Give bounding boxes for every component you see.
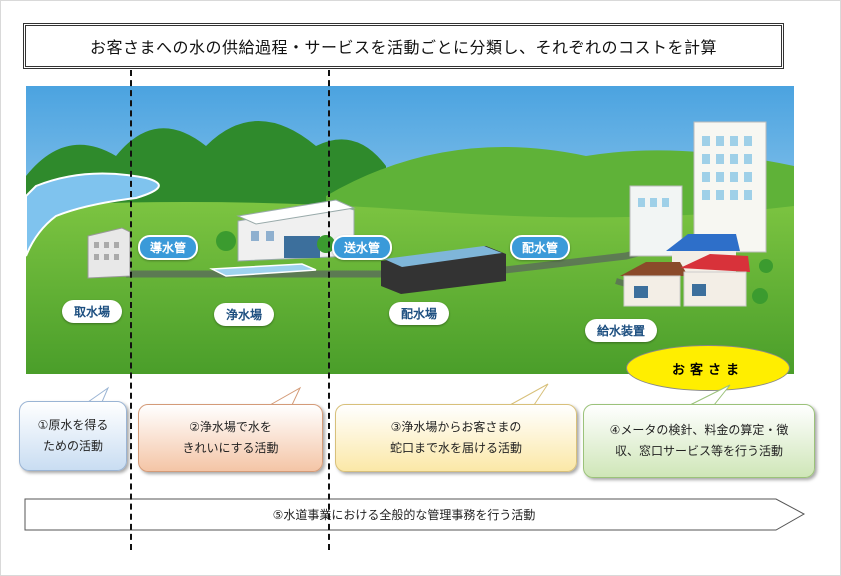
bubble2-tail [268,386,302,406]
bubble1-tail [86,386,110,403]
lake [26,172,160,257]
purification-plant [209,199,356,277]
city-buildings [629,121,767,257]
transmission-pipe-label: 送水管 [332,235,393,260]
bubble3-tail [509,383,549,406]
activity-2-line2: きれいにする活動 [182,441,279,455]
activity-3-line2: 蛇口まで水を届ける活動 [389,441,522,455]
activity-3-line1: ③浄水場からお客さまの [390,420,522,434]
overall-activity-label: ⑤水道事業における全般的な管理事務を行う活動 [272,508,536,522]
activity-1-bubble: ①原水を得るための活動 [19,401,127,471]
intake-pipe-label: 導水管 [138,235,199,260]
customer-ellipse: お客さま [626,345,790,391]
separator-2 [328,70,330,550]
purification-plant-label: 浄水場 [214,303,275,326]
reservoir-label: 配水場 [389,302,450,325]
activity-2-line1: ②浄水場で水を [189,420,272,434]
overall-activity-arrow [24,498,806,531]
intake-building [87,227,131,279]
activity-1-line1: ①原水を得る [37,418,109,432]
intake-station-label: 取水場 [62,300,123,323]
houses [620,234,773,307]
activity-2-bubble: ②浄水場で水をきれいにする活動 [138,404,323,472]
page-title: お客さまへの水の供給過程・サービスを活動ごとに分類し、それぞれのコストを計算 [23,23,784,69]
distribution-reservoir [381,246,506,294]
separator-1 [130,70,132,550]
activity-3-bubble: ③浄水場からお客さまの蛇口まで水を届ける活動 [335,404,577,472]
service-equipment-label: 給水装置 [585,319,658,342]
bubble4-tail [689,384,731,406]
activity-4-bubble: ④メータの検針、料金の算定・徴収、窓口サービス等を行う活動 [583,404,815,478]
distribution-pipe-label: 配水管 [510,235,571,260]
activity-4-line1: ④メータの検針、料金の算定・徴 [609,423,789,437]
activity-4-line2: 収、窓口サービス等を行う活動 [614,444,783,458]
activity-1-line2: ための活動 [42,439,103,453]
